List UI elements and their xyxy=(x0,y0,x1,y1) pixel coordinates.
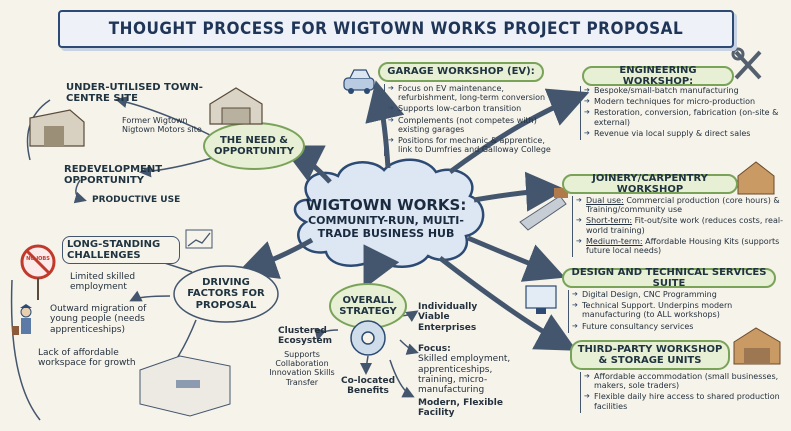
joinery-item: Medium-term: Affordable Housing Kits (su… xyxy=(576,237,787,255)
hub-title: WIGTOWN WORKS: xyxy=(305,195,467,214)
engineering-heading: ENGINEERING WORKSHOP: xyxy=(582,65,734,87)
saw-icon xyxy=(519,188,568,231)
engineering-item: Revenue via local supply & direct sales xyxy=(584,129,785,138)
design-item: Future consultancy services xyxy=(572,322,785,331)
challenge-item-1: Limited skilled employment xyxy=(70,272,136,293)
arrow-to-design xyxy=(467,235,566,282)
growth-chart-icon xyxy=(185,229,213,249)
need-label: THE NEED & OPPORTUNITY xyxy=(213,134,294,158)
hub-subtitle-2: TRADE BUSINESS HUB xyxy=(317,227,455,240)
computer-icon xyxy=(525,285,557,314)
strategy-focus: Focus: Skilled employment, apprenticeshi… xyxy=(418,344,528,396)
workspace-icon xyxy=(139,355,231,417)
storage-unit-icon xyxy=(733,327,781,365)
design-item: Technical Support. Underpins modern manu… xyxy=(572,301,785,319)
design-item: Digital Design, CNC Programming xyxy=(572,290,785,299)
central-hub: WIGTOWN WORKS: COMMUNITY-RUN, MULTI- TRA… xyxy=(290,177,482,259)
focus-title: Focus: xyxy=(418,344,451,354)
arrow-to-garage xyxy=(365,80,405,169)
drivers-label: DRIVING FACTORS FOR PROPOSAL xyxy=(187,276,265,311)
modern-facility: Modern, Flexible Facility xyxy=(418,398,503,419)
joinery-item: Short-term: Fit-out/site work (reduces c… xyxy=(576,216,787,234)
derelict-site-icon xyxy=(29,109,85,147)
arrow-to-thirdparty xyxy=(438,256,577,351)
redevelopment-label: REDEVELOPMENT OPPORTUNITY xyxy=(64,164,163,186)
joinery-list: Dual use: Commercial production (core ho… xyxy=(572,196,787,258)
challenges-heading: LONG-STANDING CHALLENGES xyxy=(62,236,180,264)
productive-use-label: PRODUCTIVE USE xyxy=(92,195,181,205)
colocated-benefits: Co-located Benefits xyxy=(340,376,396,397)
strategy-label: OVERALL STRATEGY xyxy=(339,294,397,318)
garage-item: Complements (not competes with) existing… xyxy=(388,116,557,134)
page-title: THOUGHT PROCESS FOR WIGTOWN WORKS PROJEC… xyxy=(58,10,734,48)
engineering-list: Bespoke/small-batch manufacturing Modern… xyxy=(580,86,785,140)
focus-text: Skilled employment, apprenticeships, tra… xyxy=(418,354,511,396)
no-jobs-sign-icon xyxy=(20,244,56,300)
joinery-heading: JOINERY/CARPENTRY WORKSHOP xyxy=(562,173,738,195)
thirdparty-list: Affordable accommodation (small business… xyxy=(580,372,785,413)
thirdparty-heading: THIRD-PARTY WORKSHOP & STORAGE UNITS xyxy=(570,340,730,370)
design-list: Digital Design, CNC Programming Technica… xyxy=(568,290,785,333)
engineering-item: Restoration, conversion, fabrication (on… xyxy=(584,108,785,126)
arrow-to-joinery xyxy=(473,171,566,212)
central-cloud xyxy=(293,158,485,268)
no-jobs-sign-text: NO JOBS xyxy=(26,256,50,262)
thirdparty-item: Affordable accommodation (small business… xyxy=(584,372,785,390)
house-kit-icon xyxy=(737,161,775,195)
joinery-item: Dual use: Commercial production (core ho… xyxy=(576,196,787,214)
garage-item: Supports low-carbon transition xyxy=(388,104,557,113)
garage-list: Focus on EV maintenance, refurbishment, … xyxy=(384,84,557,157)
cluster-items: Supports Collaboration Innovation Skills… xyxy=(269,350,335,387)
arrow-to-drivers xyxy=(236,237,314,279)
garage-heading: GARAGE WORKSHOP (EV): xyxy=(378,62,544,82)
cluster-title: Clustered Ecosystem xyxy=(278,326,333,347)
individual-enterprises: Individually Viable Enterprises xyxy=(418,302,478,333)
design-heading: DESIGN AND TECHNICAL SERVICES SUITE xyxy=(562,267,776,289)
challenge-item-3: Lack of affordable workspace for growth xyxy=(38,348,136,369)
hub-subtitle-1: COMMUNITY-RUN, MULTI- xyxy=(308,213,464,227)
site-note: Former Wigtown Nigtown Motors site xyxy=(122,116,202,135)
challenge-item-2: Outward migration of young people (needs… xyxy=(50,304,147,335)
garage-item: Positions for mechanic & apprentice, lin… xyxy=(388,136,557,154)
garage-item: Focus on EV maintenance, refurbishment, … xyxy=(388,84,557,102)
drivers-circle xyxy=(173,265,279,323)
engineering-item: Bespoke/small-batch manufacturing xyxy=(584,86,785,95)
engineering-item: Modern techniques for micro-production xyxy=(584,97,785,106)
ev-car-icon xyxy=(343,69,375,94)
engineering-tools-icon xyxy=(731,47,762,80)
graduate-person-icon xyxy=(12,304,32,335)
site-heading: UNDER-UTILISED TOWN-CENTRE SITE xyxy=(66,82,203,104)
thirdparty-item: Flexible daily hire access to shared pro… xyxy=(584,392,785,410)
arrow-to-strategy xyxy=(363,244,400,289)
garage-building-icon xyxy=(209,87,263,125)
